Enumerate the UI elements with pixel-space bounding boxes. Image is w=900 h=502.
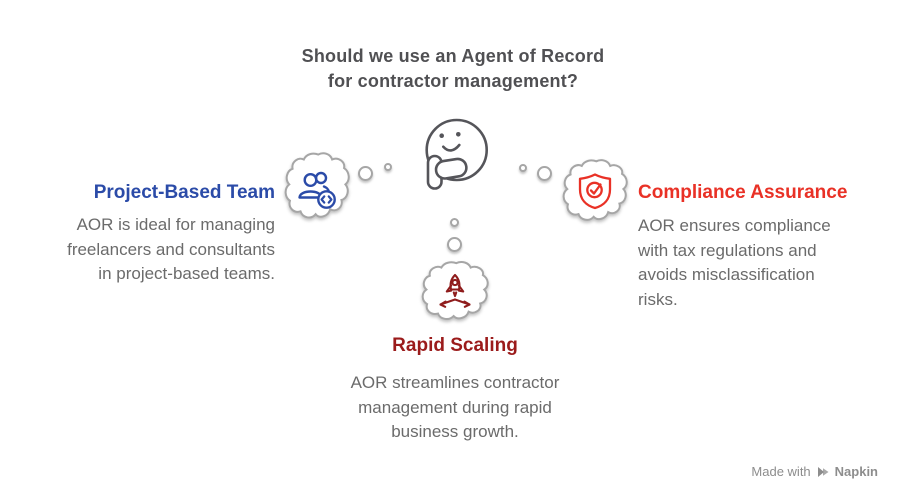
section-heading-rapid-scaling: Rapid Scaling — [392, 335, 518, 356]
watermark-brand: Napkin — [834, 464, 878, 479]
description-line: business growth. — [391, 422, 519, 441]
section-description-rapid-scaling: AOR streamlines contractor management du… — [310, 371, 600, 445]
description-line: freelancers and consultants — [67, 239, 275, 259]
description-line: in project-based teams. — [98, 264, 275, 283]
thought-dot — [519, 164, 527, 172]
thought-dot — [450, 218, 459, 227]
description-line: risks. — [638, 289, 678, 309]
thinking-face-icon — [425, 118, 489, 190]
rocket-launch-icon — [439, 273, 471, 308]
question-title-line1: Should we use an Agent of Record — [301, 46, 605, 66]
thought-dot — [447, 237, 462, 252]
description-line: avoids misclassification — [638, 265, 815, 284]
section-heading-project-based-team: Project-Based Team — [93, 182, 275, 203]
description-line: management during rapid — [358, 397, 552, 417]
watermark-prefix: Made with — [751, 464, 811, 479]
section-description-compliance-assurance: AOR ensures compliance with tax regulati… — [638, 214, 831, 312]
thought-dot — [358, 166, 373, 181]
question-title-line2: for contractor management? — [327, 71, 579, 91]
cloud-shape — [421, 260, 489, 323]
description-line: AOR is ideal for managing — [76, 215, 275, 234]
description-line: AOR ensures compliance — [638, 216, 831, 235]
shield-check-icon — [578, 173, 612, 210]
napkin-logo-icon — [817, 466, 829, 477]
section-description-project-based-team: AOR is ideal for managing freelancers an… — [67, 213, 275, 287]
thought-bubble-rapid-scaling — [421, 260, 489, 323]
description-line: with tax regulations and — [638, 240, 817, 260]
section-heading-compliance-assurance: Compliance Assurance — [638, 182, 848, 203]
thought-dot — [384, 163, 392, 171]
thought-bubble-compliance — [562, 158, 628, 224]
made-with-napkin-watermark: Made with Napkin — [751, 464, 878, 479]
thought-dot — [537, 166, 552, 181]
question-title: Should we use an Agent of Record for con… — [275, 44, 631, 94]
description-line: AOR streamlines contractor — [350, 373, 560, 392]
thought-bubble-project-team — [284, 151, 350, 222]
team-members-icon — [298, 171, 336, 209]
